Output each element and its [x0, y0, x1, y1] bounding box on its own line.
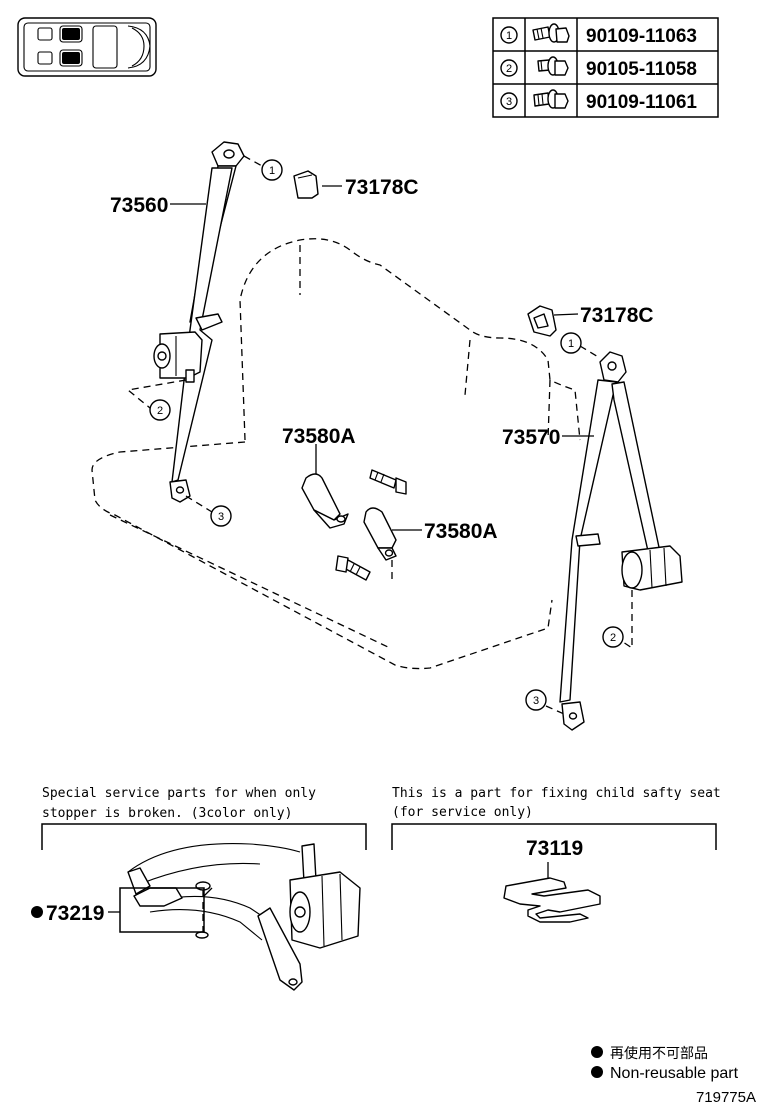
fastener-part-number: 90109-11061 [586, 92, 697, 113]
flange-bolt-icon [533, 89, 569, 109]
part-label-buckle-b: 73580A [424, 520, 498, 543]
callout-2-left: 2 [149, 399, 171, 421]
part-label-cover-top: 73178C [345, 176, 419, 199]
fastener-part-number: 90105-11058 [586, 59, 697, 80]
callout-number: 2 [157, 405, 163, 417]
flange-bolt-icon [532, 23, 570, 43]
buckle-assembly-b [363, 507, 397, 561]
non-reusable-marker-icon [31, 906, 43, 918]
retractor-detail-icon [289, 871, 361, 949]
special-service-note: Special service parts for when only [42, 786, 316, 801]
fastener-number: 3 [506, 96, 512, 108]
part-label-cover-right: 73178C [580, 304, 654, 327]
anchor-cover-right-icon [527, 305, 557, 337]
table-row: 1 90109-11063 [500, 23, 697, 47]
legend-label-en: Non-reusable part [610, 1065, 739, 1082]
callout-number: 1 [568, 338, 574, 350]
retractor-left-icon [153, 331, 203, 383]
fastener-number: 1 [506, 30, 512, 42]
callout-1-right: 1 [560, 332, 601, 359]
left-seat-belt-assembly [126, 141, 245, 503]
fastener-number: 2 [506, 63, 512, 75]
anchor-cover-left-icon [293, 170, 319, 199]
child-seat-note: (for service only) [392, 805, 533, 820]
part-label-right-belt: 73570 [502, 426, 560, 449]
fastener-table: 1 90109-11063 2 90105-11058 3 [492, 17, 719, 118]
legend: 再使用不可部品 Non-reusable part [591, 1045, 739, 1082]
part-label-buckle-a: 73580A [282, 425, 356, 448]
flange-bolt-icon [537, 56, 569, 76]
callout-1-upper-left: 1 [243, 155, 283, 181]
callout-number: 2 [610, 632, 616, 644]
part-label-child-fix: 73119 [526, 837, 583, 860]
buckle-assembly-a [301, 473, 349, 529]
callout-number: 1 [269, 165, 275, 177]
table-row: 3 90109-11061 [500, 89, 697, 113]
buckle-bolt-lower-icon [335, 555, 371, 581]
child-seat-note: This is a part for fixing child safty se… [392, 786, 721, 801]
part-label-left-belt: 73560 [110, 194, 168, 217]
fastener-part-number: 90109-11063 [586, 26, 697, 47]
stopper-detail-illustration [127, 843, 361, 991]
callout-number: 3 [218, 511, 224, 523]
non-reusable-marker-icon [591, 1066, 603, 1078]
vehicle-locator-icon [17, 17, 157, 77]
right-seat-belt-assembly [559, 351, 683, 731]
legend-label-jp: 再使用不可部品 [610, 1045, 708, 1062]
callout-2-right: 2 [602, 626, 624, 648]
part-label-stopper: 73219 [46, 902, 104, 925]
callout-number: 3 [533, 695, 539, 707]
special-service-note: stopper is broken. (3color only) [42, 806, 292, 821]
retractor-right-icon [621, 545, 683, 591]
figure-id: 719775A [696, 1089, 756, 1106]
non-reusable-marker-icon [591, 1046, 603, 1058]
callout-3-right: 3 [525, 689, 565, 715]
buckle-bolt-upper-icon [369, 469, 407, 495]
rear-seat-outline [91, 238, 581, 670]
table-row: 2 90105-11058 [500, 56, 697, 80]
callout-3-left: 3 [185, 495, 232, 527]
child-seat-bracket-icon [503, 877, 601, 923]
